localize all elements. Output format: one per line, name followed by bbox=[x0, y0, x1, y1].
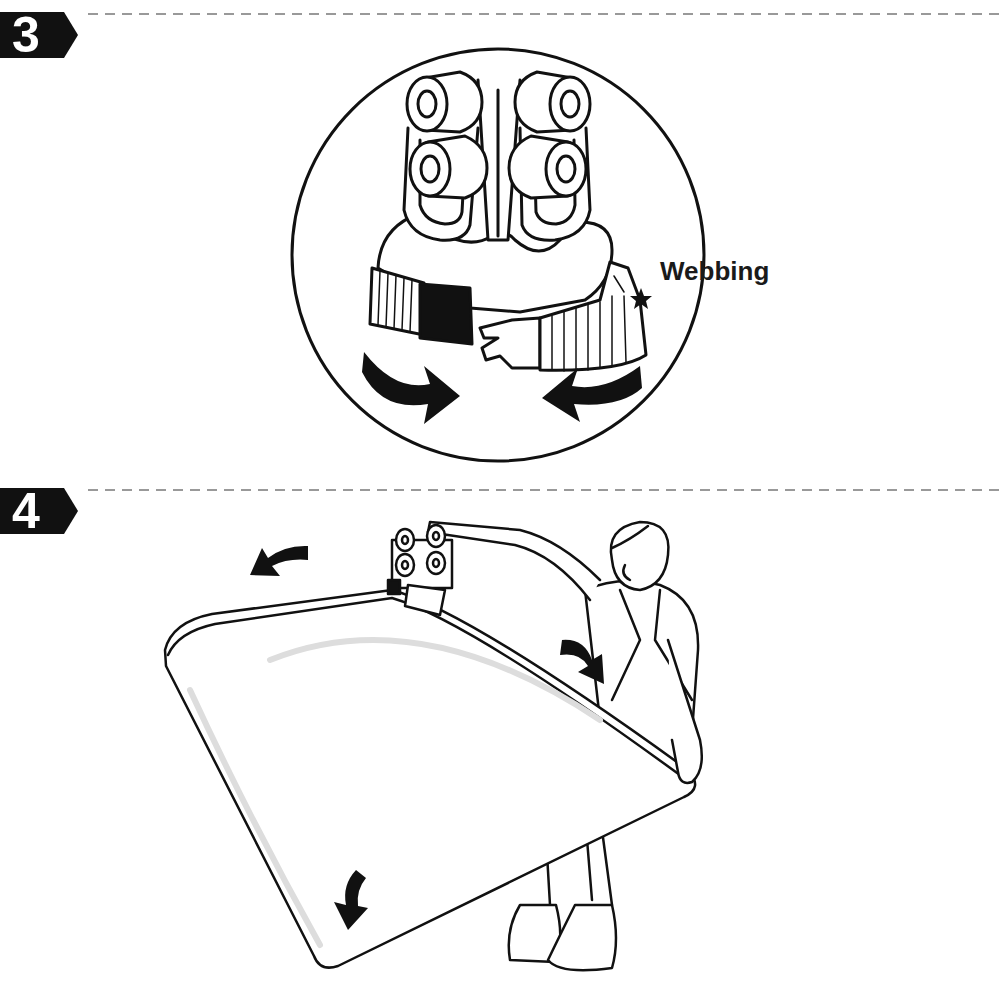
detail-circle bbox=[292, 49, 704, 461]
dashed-separator bbox=[88, 489, 1000, 491]
dashed-separator bbox=[88, 13, 1000, 15]
step-number: 4 bbox=[0, 488, 78, 534]
step-badge: 4 bbox=[0, 488, 78, 534]
step-badge: 3 bbox=[0, 12, 78, 58]
badge-shape bbox=[0, 488, 78, 534]
folding-illustration bbox=[165, 522, 702, 970]
step-number: 3 bbox=[0, 12, 78, 58]
badge-shape bbox=[0, 12, 78, 58]
star-mark bbox=[630, 288, 652, 309]
part-label: Webbing bbox=[660, 256, 769, 286]
